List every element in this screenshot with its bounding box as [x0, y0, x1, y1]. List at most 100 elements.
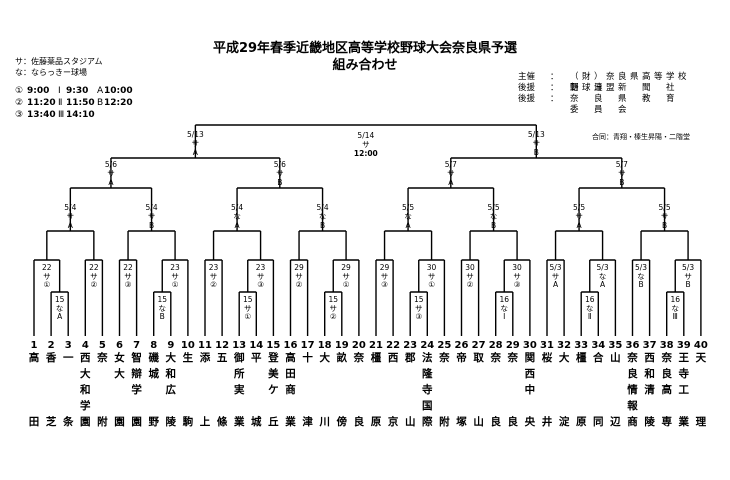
team-name-char: 山 — [610, 352, 621, 364]
team-name-char: 淀 — [558, 416, 570, 428]
match-venue: な — [55, 303, 64, 313]
match-slot: ② — [329, 312, 337, 322]
team-name: 西大和学園 — [78, 350, 92, 430]
team-name-char: 丘 — [268, 416, 279, 428]
team-name-char: 香 — [45, 352, 57, 364]
match-date: 30 — [512, 263, 522, 272]
team-name-char: 奈 — [507, 352, 519, 364]
round-slot: B — [490, 221, 497, 230]
team-name-char: 合 — [593, 352, 604, 364]
team-name-char: 業 — [233, 416, 245, 428]
team-number: 37 — [642, 340, 657, 351]
team-name-char — [677, 398, 691, 414]
team-name-char: 良 — [661, 368, 672, 380]
team-name: 関西中央 — [523, 350, 537, 430]
match-date: 30 — [465, 263, 475, 272]
team-number: 6 — [116, 340, 123, 351]
team-name: 一条 — [61, 350, 75, 430]
team-name-char: 井 — [541, 416, 553, 428]
team-number: 26 — [454, 340, 469, 351]
round-venue: な — [233, 212, 241, 221]
team-name-char — [489, 366, 503, 382]
team-number: 39 — [676, 340, 691, 351]
team-name-char: 御 — [233, 352, 245, 364]
team-name-char: 清 — [644, 384, 655, 396]
round-date: 5/5 — [402, 203, 415, 212]
match-venue: サ — [329, 303, 338, 313]
team-name-char — [557, 382, 571, 398]
team-name-char — [352, 366, 366, 382]
sponsor-row: 主催：（財）奈良県高等学校野球連盟 — [518, 72, 691, 93]
team-number: 7 — [133, 340, 141, 351]
team-name-char — [489, 382, 503, 398]
team-name-char: 和 — [165, 368, 177, 380]
team-name: 香芝 — [44, 350, 58, 430]
match-slot: ② — [295, 280, 303, 290]
round-date: 5/14 — [357, 131, 375, 140]
team-name-char: 良 — [507, 416, 519, 428]
match-date: 16 — [499, 295, 510, 304]
team-name-char: 王 — [678, 352, 690, 364]
team-name-char — [181, 382, 195, 398]
time-legend-c-mark: B — [97, 98, 104, 108]
team-name-char: 京 — [387, 416, 399, 428]
team-name: 桜井 — [540, 350, 554, 430]
team-number: 11 — [198, 340, 212, 351]
team-name: 奈良 — [506, 350, 520, 430]
team-name-char — [574, 398, 588, 414]
match-date: 5/3 — [596, 263, 609, 272]
team-name-char: 奈 — [661, 352, 672, 364]
team-name-char: 西 — [80, 352, 91, 364]
team-name-char — [352, 398, 366, 414]
team-name-char: 和 — [644, 368, 655, 380]
match-venue: な — [598, 271, 607, 281]
team-name-char — [369, 366, 383, 382]
match-date: 30 — [426, 263, 437, 272]
team-name-char: 附 — [97, 416, 108, 428]
team-name: 御所実業 — [232, 350, 246, 430]
team-name-char — [181, 366, 195, 382]
round-date: 5/6 — [104, 160, 117, 169]
team-name-char: 業 — [678, 416, 690, 428]
venue-legend-2: な：ならっきー球場 — [15, 68, 87, 77]
team-name-char — [506, 366, 520, 382]
match-date: 16 — [670, 295, 681, 304]
match-venue: な — [671, 303, 680, 313]
team-number: 30 — [522, 340, 537, 351]
team-name-char — [403, 366, 417, 382]
team-name-char: 際 — [422, 416, 433, 428]
team-name-char — [147, 398, 161, 414]
team-name-char: 大 — [319, 352, 330, 364]
team-name-char — [198, 382, 212, 398]
round-venue: サ — [447, 169, 455, 178]
team-name-char: 天 — [695, 352, 707, 364]
team-name-char: 国 — [422, 400, 433, 412]
team-name: 生駒 — [181, 350, 195, 430]
team-name: 磯城野 — [147, 350, 161, 430]
team-name-char: 奈 — [97, 352, 108, 364]
match-slot: B — [685, 280, 691, 290]
match-slot: Ⅱ — [587, 312, 592, 322]
team-name-char — [198, 398, 212, 414]
team-number: 34 — [591, 340, 606, 351]
round-date: 5/4 — [64, 203, 77, 212]
team-name-char — [249, 398, 263, 414]
round-date: 5/4 — [145, 203, 158, 212]
match-slot: ① — [244, 312, 252, 322]
team-name-char: 帝 — [456, 352, 467, 364]
team-name-char — [437, 382, 451, 398]
team-number: 18 — [317, 340, 332, 351]
match-date: 15 — [413, 295, 424, 304]
team-name-char — [369, 398, 383, 414]
team-number: 24 — [420, 340, 435, 351]
